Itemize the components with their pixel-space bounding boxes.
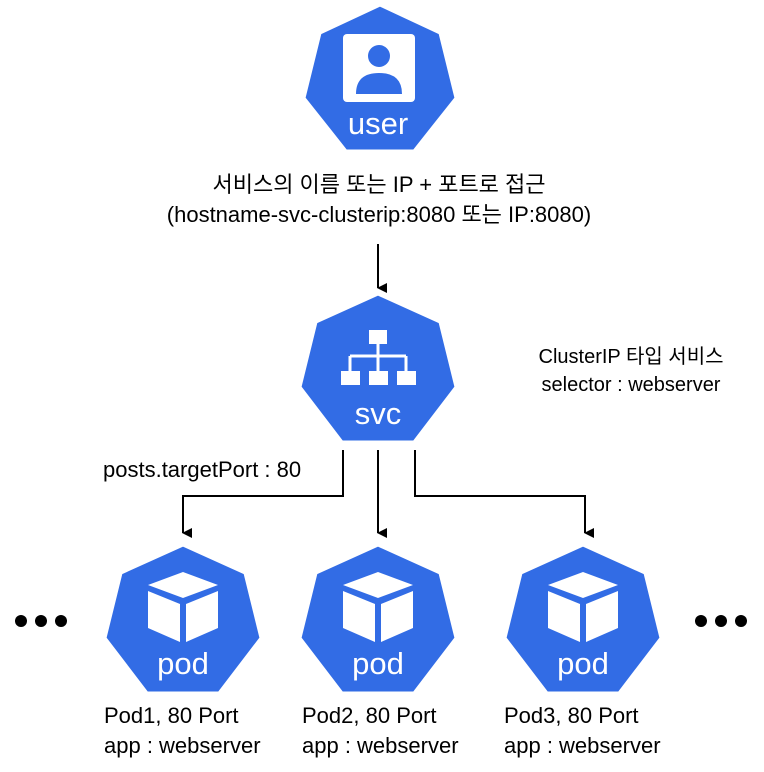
access-label-line1: 서비스의 이름 또는 IP + 포트로 접근 xyxy=(212,172,546,197)
pod-node: pod xyxy=(298,543,458,695)
pod-node-shape xyxy=(298,543,458,695)
pod-node-label: pod xyxy=(157,646,209,681)
arrow-svc-to-pod1 xyxy=(182,450,344,538)
svc-info-label: ClusterIP 타입 서비스 selector : webserver xyxy=(520,343,742,399)
access-label-line2: (hostname-svc-clusterip:8080 또는 IP:8080) xyxy=(166,202,592,227)
pod1-selector: app : webserver xyxy=(104,733,261,758)
cube-icon xyxy=(148,572,218,642)
cube-icon xyxy=(548,572,618,642)
pod-node-shape xyxy=(103,543,263,695)
svc-selector-text: selector : webserver xyxy=(541,374,721,396)
svc-type-text: ClusterIP 타입 서비스 xyxy=(538,346,724,368)
pod-node-label: pod xyxy=(557,646,609,681)
access-label: 서비스의 이름 또는 IP + 포트로 접근 (hostname-svc-clu… xyxy=(0,170,758,230)
pod3-caption: Pod3, 80 Port app : webserver xyxy=(504,701,661,761)
pod-node-label: pod xyxy=(352,646,404,681)
pod-nodes: pod pod pod xyxy=(103,543,663,695)
pod-node-shape xyxy=(503,543,663,695)
pod3-name: Pod3, 80 Port xyxy=(504,703,639,728)
more-pods-right xyxy=(695,615,747,627)
pod2-selector: app : webserver xyxy=(302,733,459,758)
cube-icon xyxy=(343,572,413,642)
pod-node: pod xyxy=(503,543,663,695)
user-node-label: user xyxy=(348,106,408,141)
hierarchy-icon xyxy=(341,330,416,385)
more-pods-left xyxy=(15,615,67,627)
user-icon xyxy=(343,34,415,102)
pod2-caption: Pod2, 80 Port app : webserver xyxy=(302,701,459,761)
arrow-svc-to-pod3 xyxy=(414,450,594,538)
target-port-label: posts.targetPort : 80 xyxy=(103,457,302,482)
pod-node: pod xyxy=(103,543,263,695)
pod1-caption: Pod1, 80 Port app : webserver xyxy=(104,701,261,761)
pod1-name: Pod1, 80 Port xyxy=(104,703,239,728)
svc-node-label: svc xyxy=(355,396,402,431)
pod3-selector: app : webserver xyxy=(504,733,661,758)
pod2-name: Pod2, 80 Port xyxy=(302,703,437,728)
user-node: user xyxy=(302,3,458,153)
svc-node: svc xyxy=(298,292,458,444)
